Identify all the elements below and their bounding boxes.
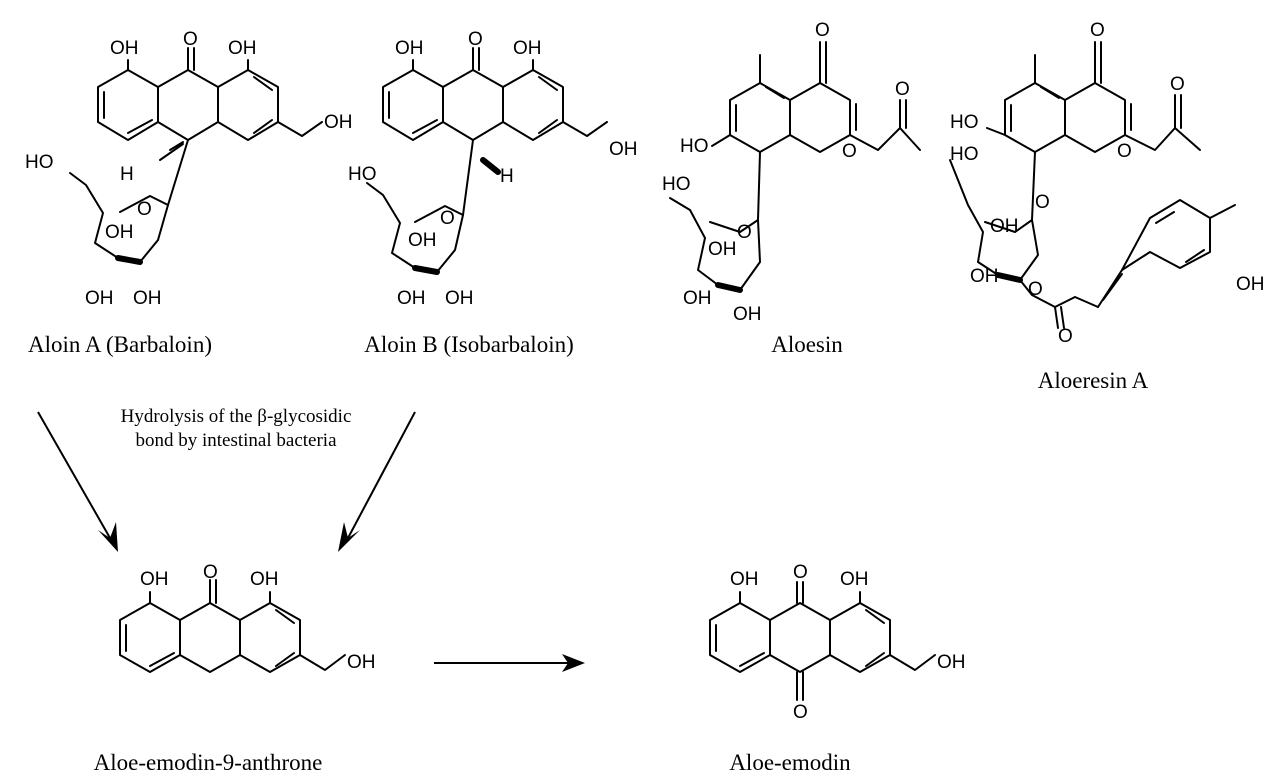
aloeresin-ketone-o: O (1170, 74, 1185, 95)
aloin-a-oh-5: OH (85, 288, 114, 309)
aloesin-ketone-o: O (895, 79, 910, 100)
aloin-b-oh-5: OH (397, 288, 426, 309)
aloeresin-ester-carbonyl-o: O (1058, 326, 1073, 347)
anthrone-oh-1: OH (140, 569, 169, 590)
label-aloe-emodin: Aloe-emodin (729, 750, 851, 775)
aloeresin-phenol-oh: OH (1236, 274, 1265, 295)
emodin-oh-2: OH (840, 569, 869, 590)
aloin-a-carbonyl-o: O (183, 29, 198, 50)
reaction-note-line-2: bond by intestinal bacteria (135, 430, 337, 451)
aloin-b-carbonyl-o: O (468, 29, 483, 50)
anthrone-oh-2: OH (250, 569, 279, 590)
aloeresin-carbonyl-o: O (1090, 20, 1105, 41)
aloin-a-ring-o: O (137, 199, 152, 220)
aloesin-oh-2: OH (683, 288, 712, 309)
aloin-b-oh-4: OH (408, 230, 437, 251)
aloin-a-oh-3: OH (324, 112, 353, 133)
aloin-b-ho: HO (348, 164, 377, 185)
aloesin-carbonyl-o: O (815, 20, 830, 41)
aloin-b-h: H (500, 166, 514, 187)
aloin-a-h: H (120, 164, 134, 185)
label-aloin-b: Aloin B (Isobarbaloin) (364, 332, 574, 357)
anthrone-oh-3: OH (347, 652, 376, 673)
aloin-a-oh-4: OH (105, 222, 134, 243)
aloeresin-ring-o: O (1117, 141, 1132, 162)
structure-aloin-b (366, 47, 608, 275)
aloesin-ho-1: HO (680, 136, 709, 157)
structure-aloin-a (69, 47, 323, 265)
aloin-b-oh-3: OH (609, 139, 638, 160)
aloin-b-oh-1: OH (395, 38, 424, 59)
aloeresin-sugar-o: O (1035, 192, 1050, 213)
aloin-a-oh-6: OH (133, 288, 162, 309)
aloin-a-oh-1: OH (110, 38, 139, 59)
aloin-a-ho: HO (25, 152, 54, 173)
aloeresin-ho-1: HO (950, 112, 979, 133)
emodin-carbonyl-o-top: O (793, 562, 808, 583)
label-aloeresin-a: Aloeresin A (1038, 368, 1149, 393)
aloesin-sugar-o: O (737, 222, 752, 243)
emodin-oh-3: OH (937, 652, 966, 673)
structure-anthrone (119, 579, 346, 673)
aloeresin-ester-o: O (1028, 279, 1043, 300)
emodin-oh-1: OH (730, 569, 759, 590)
aloesin-oh-1: OH (708, 239, 737, 260)
aloin-b-oh-2: OH (513, 38, 542, 59)
aloin-b-oh-6: OH (445, 288, 474, 309)
emodin-carbonyl-o-bottom: O (793, 702, 808, 723)
anthrone-carbonyl-o: O (203, 562, 218, 583)
label-aloesin: Aloesin (771, 332, 843, 357)
label-anthrone: Aloe-emodin-9-anthrone (94, 750, 323, 775)
aloeresin-oh-1: OH (990, 216, 1019, 237)
aloeresin-ho-2: HO (950, 144, 979, 165)
aloesin-ho-2: HO (662, 174, 691, 195)
aloesin-oh-3: OH (733, 304, 762, 325)
aloin-a-oh-2: OH (228, 38, 257, 59)
label-aloin-a: Aloin A (Barbaloin) (28, 332, 212, 357)
structure-aloe-emodin (709, 581, 936, 701)
aloesin-ring-o: O (842, 141, 857, 162)
structure-aloeresin-a (949, 41, 1236, 329)
reaction-note-line-1: Hydrolysis of the β-glycosidic (121, 406, 352, 427)
structure-aloesin (669, 41, 921, 293)
reaction-arrows (37, 411, 585, 672)
aloeresin-oh-2: OH (970, 266, 999, 287)
aloin-b-ring-o: O (440, 208, 455, 229)
